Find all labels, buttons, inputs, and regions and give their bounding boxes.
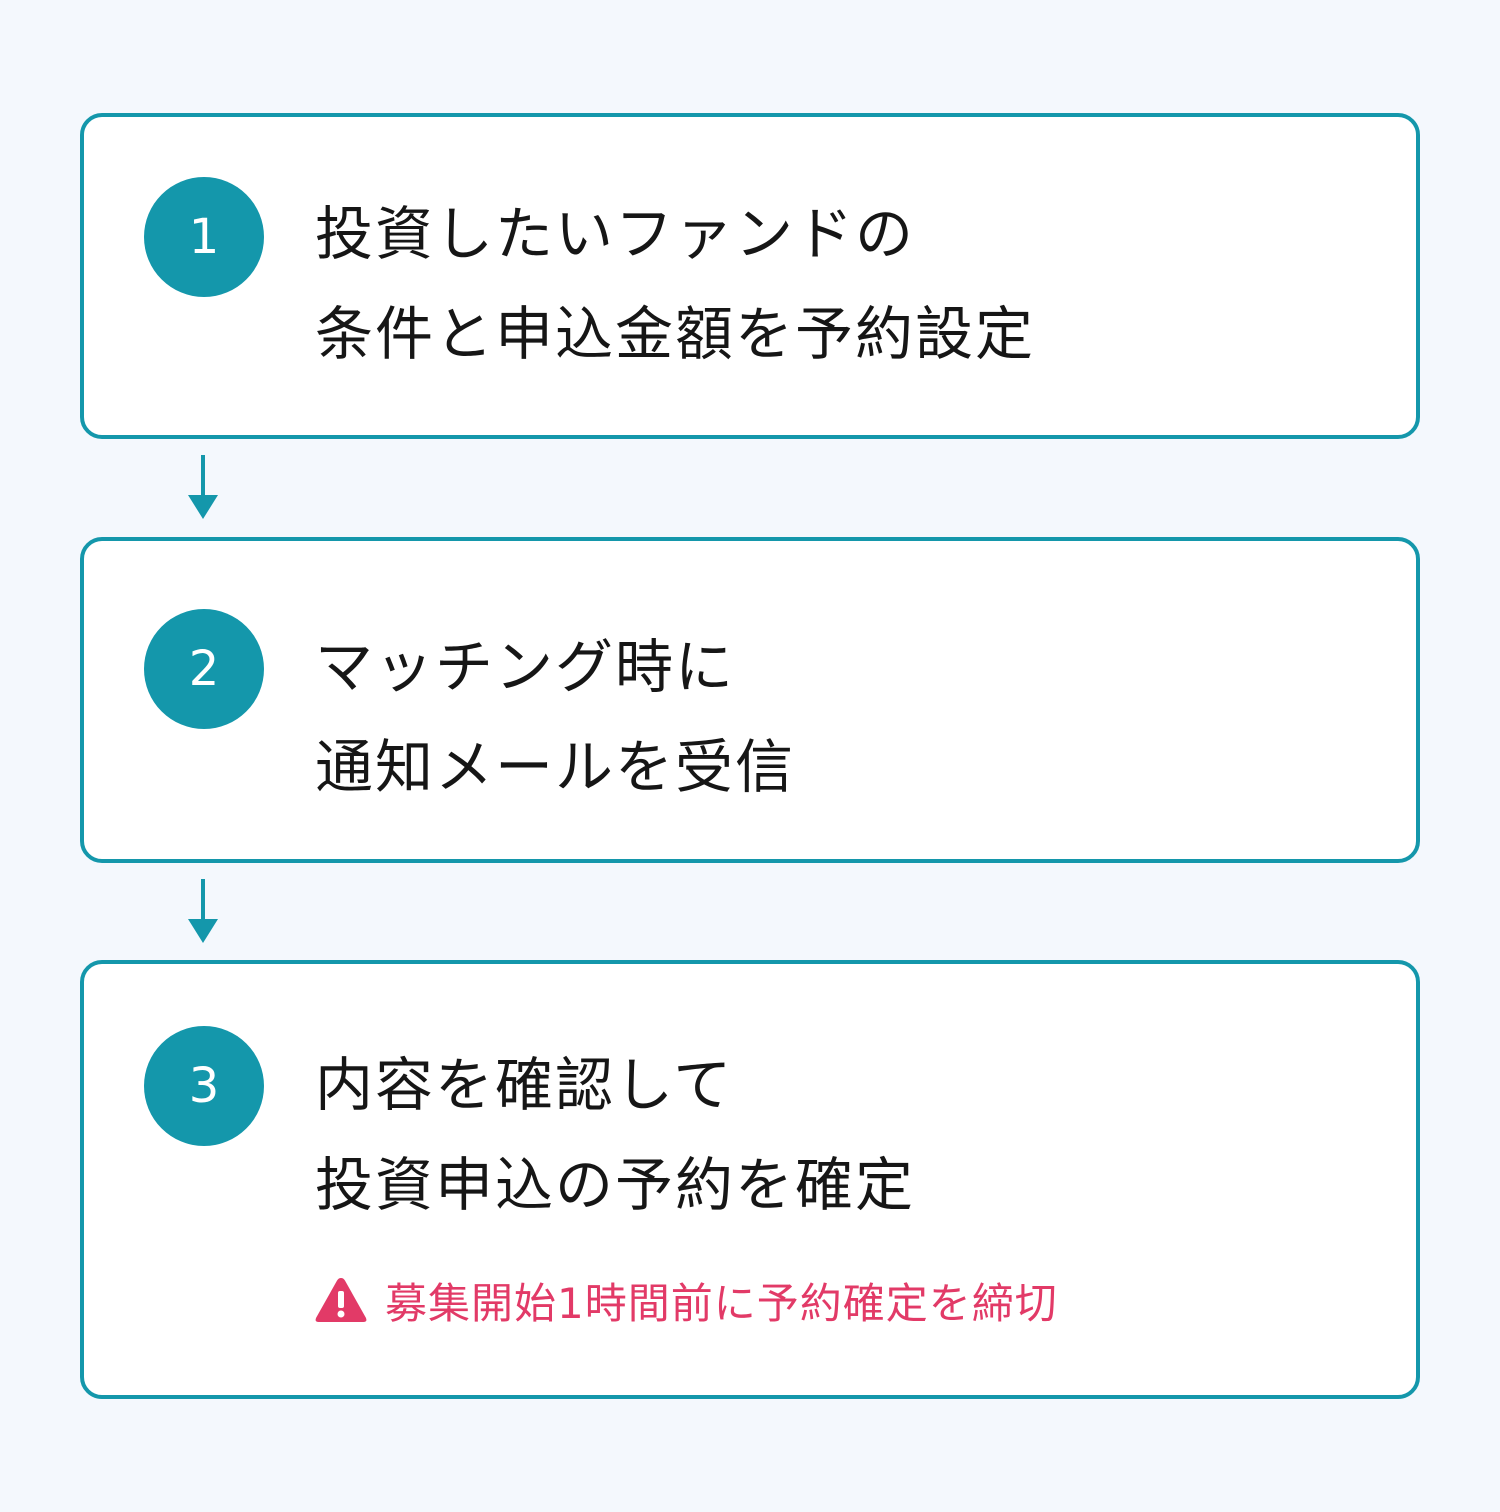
step-text-line: 条件と申込金額を予約設定 [315,300,1036,368]
deadline-notice: 募集開始1時間前に予約確定を締切 [313,1270,1058,1330]
step-card-2: 2 マッチング時に 通知メールを受信 [80,537,1420,863]
step-number-badge: 2 [144,609,264,729]
step-description: 投資したいファンドの 条件と申込金額を予約設定 [315,184,1375,384]
notice-text: 募集開始1時間前に予約確定を締切 [385,1278,1058,1328]
down-arrow-icon [188,455,218,519]
down-arrow-icon [188,879,218,943]
step-description: 内容を確認して 投資申込の予約を確定 [315,1035,1375,1235]
step-card-1: 1 投資したいファンドの 条件と申込金額を予約設定 [80,113,1420,439]
step-text-line: 内容を確認して [315,1051,734,1119]
step-text-line: 投資したいファンドの [315,200,916,268]
step-number-badge: 1 [144,177,264,297]
step-card-3: 3 内容を確認して 投資申込の予約を確定 募集開始1時間前に予約確定を締切 [80,960,1420,1399]
warning-icon [315,1278,367,1322]
step-text-line: マッチング時に [315,633,736,701]
step-description: マッチング時に 通知メールを受信 [315,617,1375,817]
step-number-badge: 3 [144,1026,264,1146]
step-text-line: 投資申込の予約を確定 [315,1151,916,1219]
step-text-line: 通知メールを受信 [315,733,796,801]
